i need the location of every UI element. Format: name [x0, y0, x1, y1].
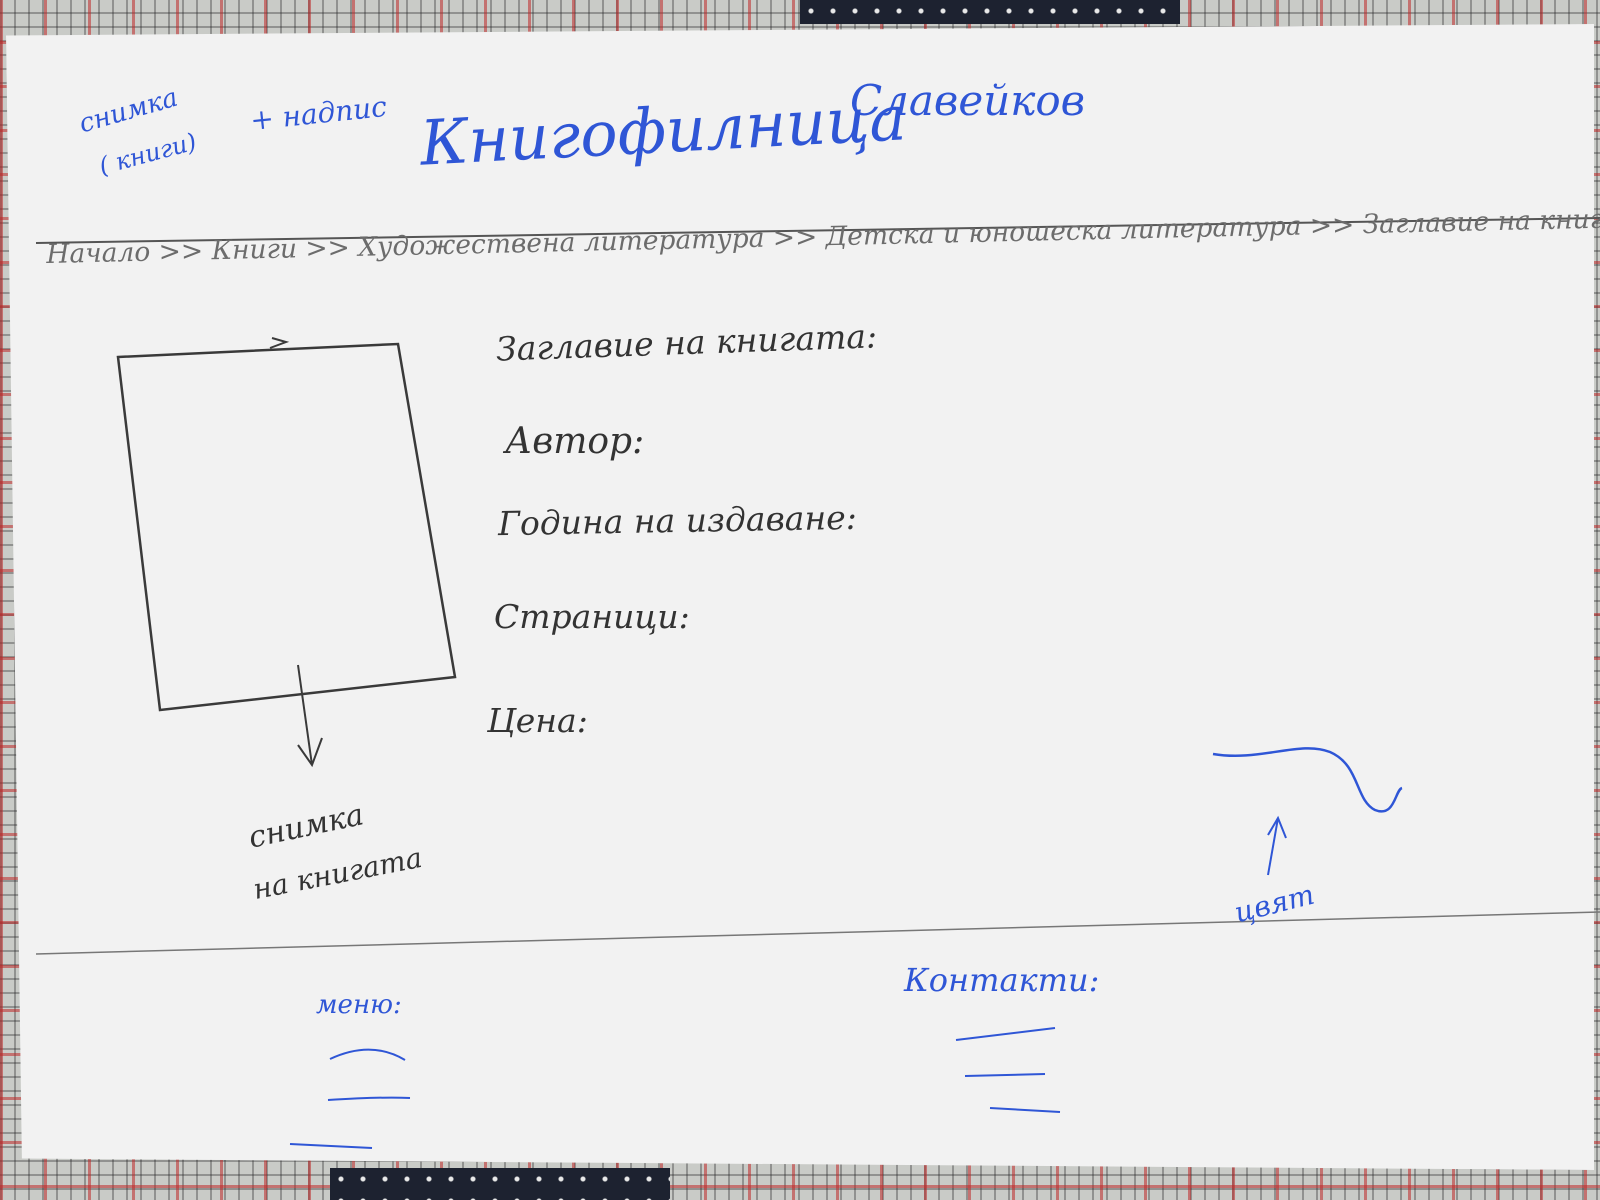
menu-line-3: [289, 1143, 373, 1149]
header-divider: [35, 217, 1600, 244]
menu-line-2: [327, 1096, 411, 1101]
contact-line-2: [964, 1073, 1046, 1077]
book-author-label: Автор:: [505, 421, 645, 462]
tablecloth-dark-patch-top: [800, 0, 1180, 24]
book-price-label: Цена:: [487, 701, 588, 740]
footer-menu-label: меню:: [316, 990, 402, 1020]
tablecloth-dark-patch-bottom: [330, 1168, 670, 1200]
contact-line-3: [989, 1107, 1061, 1113]
footer-contacts-label: Контакти:: [904, 961, 1100, 999]
footer-divider: [35, 911, 1600, 955]
contact-line-1: [955, 1027, 1056, 1041]
book-cover-placeholder: [116, 342, 457, 712]
book-pages-label: Страници:: [494, 597, 690, 636]
paper-sheet: [6, 24, 1594, 1170]
site-subtitle: Славейков: [850, 76, 1086, 125]
menu-line-1: [329, 1048, 406, 1061]
cover-arrow: [297, 664, 313, 766]
book-year-label: Година на издаване:: [497, 497, 858, 544]
color-wave: [1212, 747, 1403, 813]
